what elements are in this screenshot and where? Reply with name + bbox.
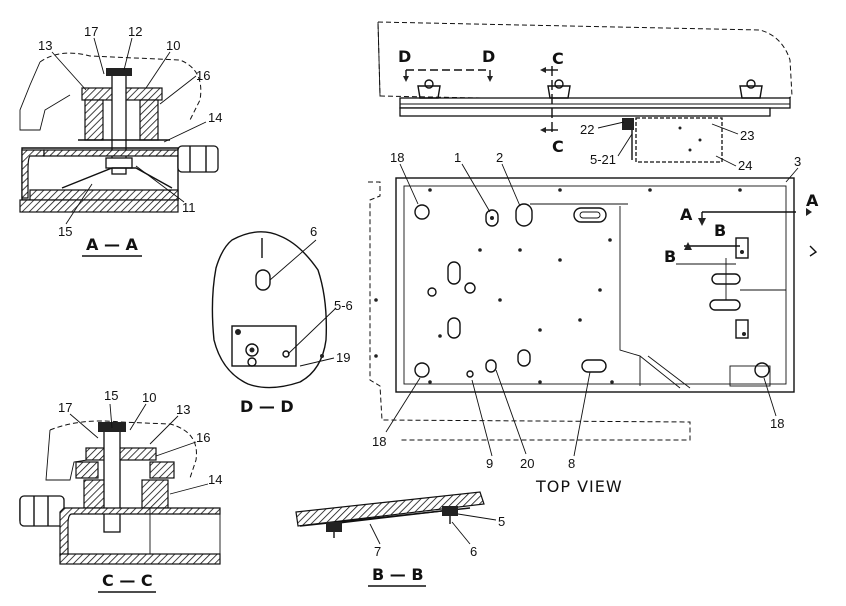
callout-3: 3 xyxy=(794,154,801,169)
section-label-b-b: B — B xyxy=(372,565,424,584)
section-c-c-callouts: 15 10 17 13 16 14 C — C xyxy=(58,388,222,593)
side-view-callouts: 22 23 5-21 24 xyxy=(580,121,754,173)
marker-c-bottom: C xyxy=(552,137,564,156)
marker-a-left: A xyxy=(680,205,693,224)
callout-5-6: 5-6 xyxy=(334,298,353,313)
callout-22: 22 xyxy=(580,122,594,137)
callout-6: 6 xyxy=(310,224,317,239)
callout-2: 2 xyxy=(496,150,503,165)
marker-b-left: B xyxy=(664,247,676,266)
callout-11: 11 xyxy=(182,200,196,215)
callout-18-right: 18 xyxy=(770,416,784,431)
callout-15: 15 xyxy=(104,388,118,403)
marker-a-right: A xyxy=(806,191,819,210)
callout-24: 24 xyxy=(738,158,752,173)
section-d-d-callouts: 6 5-6 19 D — D xyxy=(240,224,353,416)
callout-1: 1 xyxy=(454,150,461,165)
marker-c-top: C xyxy=(552,49,564,68)
callout-10: 10 xyxy=(142,390,156,405)
callout-17: 17 xyxy=(58,400,72,415)
callout-10: 10 xyxy=(166,38,180,53)
section-b-b-callouts: 5 7 6 B — B xyxy=(368,513,505,587)
callout-13: 13 xyxy=(176,402,190,417)
callout-8: 8 xyxy=(568,456,575,471)
callout-23: 23 xyxy=(740,128,754,143)
section-b-b-drawing xyxy=(295,491,485,538)
callout-13: 13 xyxy=(38,38,52,53)
top-view-drawing xyxy=(368,177,818,441)
section-label-c-c: C — C xyxy=(102,571,153,590)
callout-16: 16 xyxy=(196,68,210,83)
top-view-callouts: 18 1 2 3 18 9 20 8 18 TOP VIEW xyxy=(372,150,801,496)
section-d-d-drawing xyxy=(211,231,327,389)
marker-b-top: B xyxy=(714,221,726,240)
callout-6: 6 xyxy=(470,544,477,559)
callout-5: 5 xyxy=(498,514,505,529)
callout-20: 20 xyxy=(520,456,534,471)
callout-5-21: 5-21 xyxy=(590,152,616,167)
section-a-a-callouts: 17 12 13 10 16 14 11 15 A — A xyxy=(38,24,222,257)
top-view-label: TOP VIEW xyxy=(535,477,623,496)
callout-15: 15 xyxy=(58,224,72,239)
side-view-markers: D D C C xyxy=(398,47,564,156)
callout-19: 19 xyxy=(336,350,350,365)
section-c-c-drawing xyxy=(19,420,221,565)
callout-18-left: 18 xyxy=(372,434,386,449)
callout-12: 12 xyxy=(128,24,142,39)
section-label-d-d: D — D xyxy=(240,397,294,416)
callout-7: 7 xyxy=(374,544,381,559)
top-view-markers: A A B B xyxy=(664,191,819,266)
marker-d-right: D xyxy=(482,47,495,66)
callout-17: 17 xyxy=(84,24,98,39)
callout-9: 9 xyxy=(486,456,493,471)
callout-14: 14 xyxy=(208,472,222,487)
callout-16: 16 xyxy=(196,430,210,445)
section-label-a-a: A — A xyxy=(86,235,139,254)
side-view-drawing xyxy=(377,21,793,163)
marker-d-left: D xyxy=(398,47,411,66)
callout-14: 14 xyxy=(208,110,222,125)
section-a-a-drawing xyxy=(19,52,219,213)
callout-18-top: 18 xyxy=(390,150,404,165)
